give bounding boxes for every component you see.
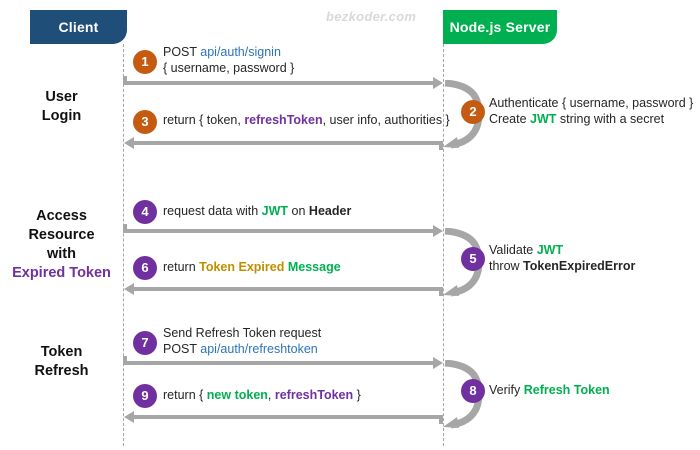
text-plain: return {	[163, 388, 207, 402]
step-message-3: return { token, refreshToken, user info,…	[163, 112, 450, 128]
step-message-2-line-2: Create JWT string with a secret	[489, 111, 693, 127]
text-plain: POST	[163, 45, 201, 59]
step-badge-6: 6	[133, 256, 157, 280]
arrow-7-client-to-server	[123, 357, 443, 369]
step-message-7-line-1: Send Refresh Token request	[163, 325, 321, 341]
text-bold: TokenExpiredError	[523, 259, 636, 273]
text-purple: refreshToken	[244, 113, 323, 127]
section-label-token-refresh: Token Refresh	[0, 343, 123, 381]
step-message-2-line-1: Authenticate { username, password }	[489, 95, 693, 111]
step-message-7: Send Refresh Token request POST api/auth…	[163, 325, 321, 357]
section-line: Token	[40, 344, 83, 360]
text-plain: return	[163, 260, 200, 274]
text-green: JWT	[536, 243, 564, 257]
text-green: new token	[206, 388, 268, 402]
text-plain: , user info, authorities }	[322, 113, 450, 127]
section-label-user-login: User Login	[0, 88, 123, 126]
step-message-4-line-1: request data with JWT on Header	[163, 203, 351, 219]
arrow-3-server-to-client	[124, 137, 443, 149]
section-line: User	[45, 89, 78, 105]
text-plain: Authenticate { username, password }	[489, 96, 694, 110]
text-url: api/auth/signin	[200, 45, 281, 59]
arrow-stub-7	[123, 356, 127, 365]
text-plain: POST	[163, 342, 201, 356]
text-green: JWT	[530, 112, 557, 126]
text-plain: string with a secret	[556, 112, 665, 126]
actor-server-header: Node.js Server	[443, 10, 557, 44]
section-line: Access	[36, 208, 87, 224]
step-message-9: return { new token, refreshToken }	[163, 387, 361, 403]
step-badge-8: 8	[461, 379, 485, 403]
section-line: with	[47, 246, 76, 262]
step-message-1-line-2: { username, password }	[163, 60, 294, 76]
text-purple: refreshToken	[274, 388, 354, 402]
arrow-1-client-to-server	[123, 77, 443, 89]
text-url: api/auth/refreshtoken	[200, 342, 318, 356]
text-plain: on	[288, 204, 309, 218]
arrow-stub-3	[439, 141, 443, 150]
section-label-access-resource: Access Resource with Expired Token	[0, 207, 123, 283]
text-plain: throw	[489, 259, 524, 273]
section-line: Resource	[28, 227, 95, 243]
watermark-bezkoder: bezkoder.com	[326, 9, 417, 24]
text-plain: Create	[489, 112, 530, 126]
step-message-6-line-1: return Token Expired Message	[163, 259, 341, 275]
arrow-stub-9	[439, 415, 443, 424]
actor-client-header: Client	[30, 10, 127, 44]
step-badge-5: 5	[461, 247, 485, 271]
text-plain: Validate	[489, 243, 537, 257]
arrow-stub-6	[439, 287, 443, 296]
arrow-6-server-to-client	[124, 283, 443, 295]
step-message-5: Validate JWT throw TokenExpiredError	[489, 242, 635, 274]
section-line-accent: Expired Token	[12, 265, 111, 281]
text-bold: Header	[308, 204, 352, 218]
step-message-5-line-1: Validate JWT	[489, 242, 635, 258]
step-badge-9: 9	[133, 384, 157, 408]
arrow-9-server-to-client	[124, 411, 443, 423]
text-plain: }	[353, 388, 361, 402]
step-message-9-line-1: return { new token, refreshToken }	[163, 387, 361, 403]
arrow-4-client-to-server	[123, 225, 443, 237]
text-plain: { username, password }	[163, 61, 295, 75]
text-plain: request data with	[163, 204, 262, 218]
text-plain: return { token,	[163, 113, 245, 127]
step-message-1: POST api/auth/signin { username, passwor…	[163, 44, 294, 76]
step-message-6: return Token Expired Message	[163, 259, 341, 275]
step-badge-7: 7	[133, 331, 157, 355]
step-message-8-line-1: Verify Refresh Token	[489, 382, 610, 398]
step-badge-3: 3	[133, 110, 157, 134]
text-green: Message	[287, 260, 341, 274]
lifeline-server	[443, 44, 444, 446]
section-line: Refresh	[34, 363, 89, 379]
step-message-1-line-1: POST api/auth/signin	[163, 44, 294, 60]
arrow-stub-1	[123, 76, 127, 85]
text-gold: Token Expired	[199, 260, 285, 274]
step-message-8: Verify Refresh Token	[489, 382, 610, 398]
section-line: Login	[41, 108, 82, 124]
step-badge-4: 4	[133, 200, 157, 224]
text-green: JWT	[261, 204, 289, 218]
step-message-3-line-1: return { token, refreshToken, user info,…	[163, 112, 450, 128]
text-green: Refresh Token	[523, 383, 610, 397]
step-badge-1: 1	[133, 50, 157, 74]
arrow-stub-4	[123, 224, 127, 233]
step-message-7-line-2: POST api/auth/refreshtoken	[163, 341, 321, 357]
text-plain: Send Refresh Token request	[163, 326, 322, 340]
step-message-4: request data with JWT on Header	[163, 203, 351, 219]
lifeline-client	[123, 44, 124, 446]
text-plain: ,	[267, 388, 275, 402]
step-message-2: Authenticate { username, password } Crea…	[489, 95, 693, 127]
text-plain: Verify	[489, 383, 524, 397]
step-badge-2: 2	[461, 100, 485, 124]
step-message-5-line-2: throw TokenExpiredError	[489, 258, 635, 274]
